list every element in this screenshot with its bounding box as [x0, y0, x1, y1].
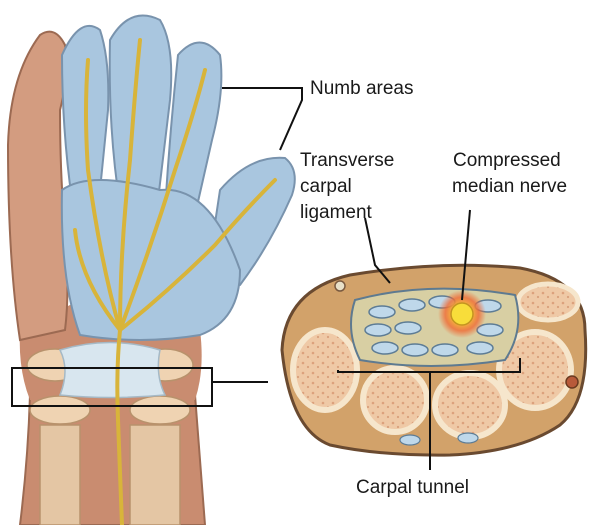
hand — [8, 16, 295, 525]
label-nerve-line1: Compressed — [453, 150, 561, 171]
label-carpal-tunnel: Carpal tunnel — [356, 477, 469, 498]
label-ligament-line3: ligament — [300, 202, 373, 223]
label-nerve-line2: median nerve — [452, 176, 567, 197]
wrist-cross-section — [282, 265, 586, 455]
label-ligament-line2: carpal — [300, 176, 352, 197]
label-numb-areas: Numb areas — [310, 78, 414, 99]
label-ligament-line1: Transverse — [300, 150, 394, 171]
